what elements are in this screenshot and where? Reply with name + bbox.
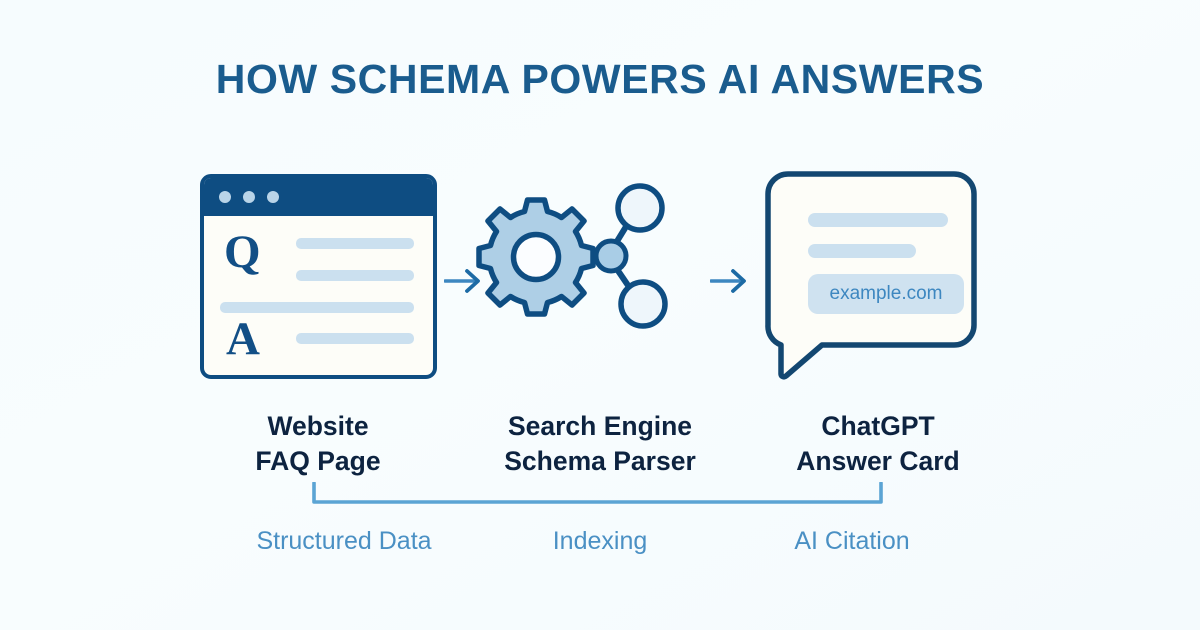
browser-dot-3: [267, 191, 279, 203]
website-artwork: Q A: [178, 168, 458, 383]
caption-structured-data: Structured Data: [256, 527, 432, 555]
stage-website-label-line1: Website: [267, 411, 369, 441]
answer-artwork: example.com: [738, 168, 1018, 383]
text-line-placeholder: [296, 333, 414, 344]
stage-answer-label: ChatGPT Answer Card: [738, 409, 1018, 479]
answer-text-line: [808, 213, 948, 227]
arrow-right-icon: [709, 264, 754, 298]
stage-website: Q A Website FAQ Page: [178, 168, 458, 479]
stage-answer-label-line2: Answer Card: [796, 446, 960, 477]
stage-answer-label-line1: ChatGPT: [821, 411, 935, 441]
browser-window-icon: Q A: [200, 174, 437, 379]
page-title: HOW SCHEMA POWERS AI ANSWERS: [215, 56, 985, 102]
gear-network-icon: [468, 176, 678, 336]
stage-website-label-line2: FAQ Page: [255, 446, 381, 477]
text-line-placeholder: [220, 302, 414, 313]
speech-bubble-icon: example.com: [764, 170, 996, 382]
caption-indexing: Indexing: [552, 527, 648, 555]
stage-answer: example.com ChatGPT Answer Card: [738, 168, 1018, 479]
stage-website-label: Website FAQ Page: [178, 409, 458, 479]
citation-chip: example.com: [808, 274, 964, 314]
process-bracket: [310, 481, 885, 508]
text-line-placeholder: [296, 270, 414, 281]
parser-artwork: [460, 168, 740, 383]
browser-dot-1: [219, 191, 231, 203]
answer-text-line: [808, 244, 916, 258]
text-line-placeholder: [296, 238, 414, 249]
browser-dot-2: [243, 191, 255, 203]
question-letter: Q: [224, 226, 261, 278]
stage-parser-label-line2: Schema Parser: [504, 446, 696, 477]
stage-parser: Search Engine Schema Parser: [460, 168, 740, 479]
browser-title-bar: [204, 178, 433, 216]
browser-content: Q A: [204, 216, 433, 375]
answer-letter: A: [226, 313, 260, 365]
stage-parser-label-line1: Search Engine: [507, 411, 693, 441]
stage-parser-label: Search Engine Schema Parser: [460, 409, 740, 479]
arrow-right-icon: [443, 264, 488, 298]
caption-row: Structured Data Indexing AI Citation: [0, 527, 1200, 567]
caption-ai-citation: AI Citation: [794, 527, 910, 555]
